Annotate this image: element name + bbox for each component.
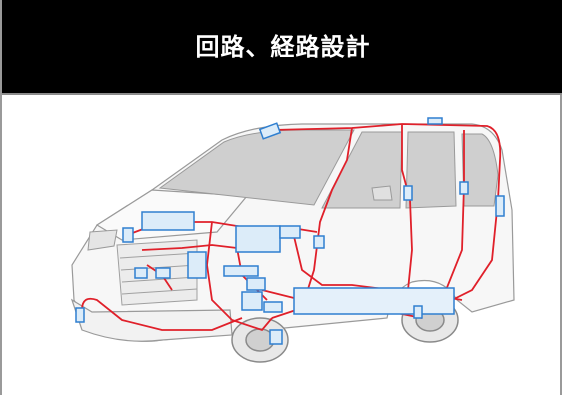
vehicle-wiring-illustration: [70, 117, 515, 363]
car-windows: [158, 129, 499, 209]
page-title: 回路、経路設計: [195, 33, 371, 61]
header-bar: 回路、経路設計: [2, 0, 562, 93]
side-mirror: [371, 185, 393, 201]
header-divider: [2, 93, 562, 95]
electrical-modules: [75, 117, 505, 345]
headlight: [87, 229, 118, 251]
